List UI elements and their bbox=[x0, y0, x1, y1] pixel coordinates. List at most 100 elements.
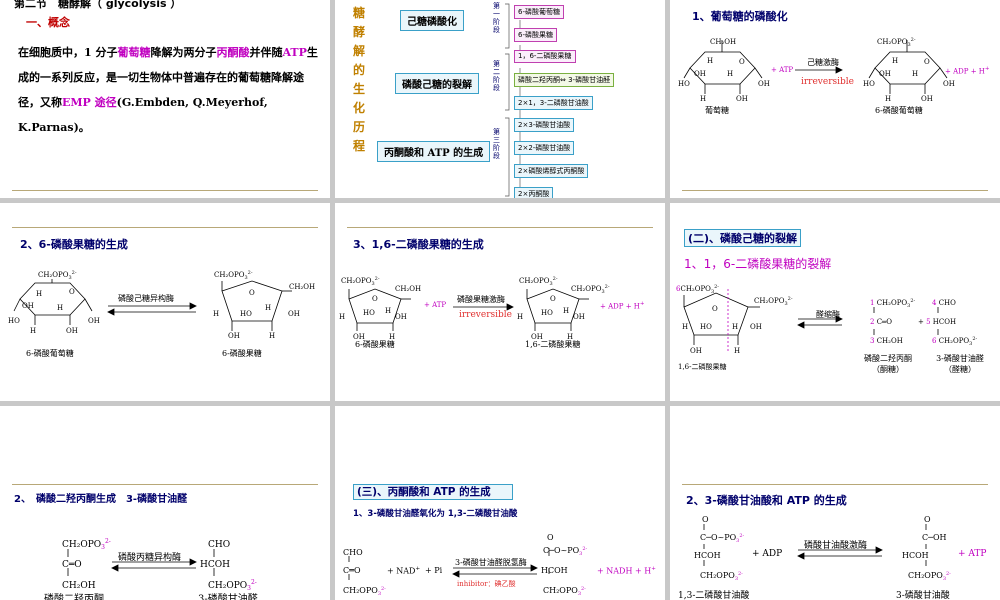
adp-label: + ADP + H+ bbox=[945, 66, 990, 76]
pi-label: + Pi bbox=[425, 566, 443, 575]
enzyme-label: 3-磷酸甘油醛脱氢酶 bbox=[455, 558, 527, 567]
svg-text:H: H bbox=[30, 327, 36, 335]
slide-6-hexose-cleavage[interactable]: (二)、磷酸己糖的裂解 1、1，6-二磷酸果糖的裂解 6CH₂OPO32- CH… bbox=[670, 203, 1000, 401]
13bpg-label: 1,3-二磷酸甘油酸 bbox=[678, 591, 750, 600]
step-f6p: 6-磷酸果糖 bbox=[514, 28, 557, 42]
svg-text:HCOH: HCOH bbox=[541, 566, 568, 575]
step-f16bp: 1，6-二磷酸果糖 bbox=[514, 50, 576, 63]
3pg-label: 3-磷酸甘油酸 bbox=[896, 591, 950, 600]
enzyme-label: 磷酸果糖激酶 bbox=[457, 295, 505, 304]
divider bbox=[682, 190, 988, 191]
atp-label: + ATP bbox=[771, 66, 794, 74]
slide-9-3pg-atp[interactable]: 2、3-磷酸甘油酸和 ATP 的生成 O C─O~PO32- HCOH CH₂O… bbox=[670, 406, 1000, 600]
svg-text:HO: HO bbox=[8, 317, 20, 325]
svg-text:OH: OH bbox=[531, 333, 543, 341]
svg-text:HO: HO bbox=[363, 309, 375, 317]
svg-text:CHO: CHO bbox=[208, 540, 230, 550]
svg-text:CH₂OPO32-: CH₂OPO32- bbox=[519, 276, 558, 287]
g3p-label: 3-磷酸甘油醛 bbox=[198, 594, 258, 600]
enzyme-label: 己糖激酶 bbox=[807, 58, 839, 67]
svg-text:4 CHO: 4 CHO bbox=[932, 299, 956, 307]
svg-text:CH₂OPO32-: CH₂OPO32- bbox=[754, 296, 793, 307]
svg-text:OH: OH bbox=[750, 323, 762, 331]
svg-text:O: O bbox=[550, 295, 556, 303]
svg-text:H: H bbox=[57, 304, 63, 312]
slide-8-pyruvate-atp[interactable]: 1、3-磷酸甘油醛氧化为 1,3-二磷酸甘油酸 (三)、丙酮酸和 ATP 的生成… bbox=[335, 406, 665, 600]
reaction-diagram: O C─O~PO32- HCOH CH₂OPO32- O C─OH HCOH C… bbox=[694, 515, 951, 582]
overlap-step-text: 1、3-磷酸甘油醛氧化为 1,3-二磷酸甘油酸 bbox=[353, 509, 518, 519]
svg-text:CH₂OH: CH₂OH bbox=[62, 581, 96, 591]
g6p-label: 6-磷酸葡萄糖 bbox=[26, 349, 74, 358]
svg-text:HCOH: HCOH bbox=[200, 560, 230, 570]
svg-text:OH: OH bbox=[353, 333, 365, 341]
enzyme-label: 磷酸甘油酸激酶 bbox=[804, 541, 868, 551]
text-part: (G.Embden, Q.Meyerhof, K.Parnas)。 bbox=[18, 96, 268, 134]
svg-text:H: H bbox=[517, 313, 523, 321]
enzyme-label: 磷酸己糖异构酶 bbox=[118, 294, 174, 303]
svg-text:6 CH₂OPO32-: 6 CH₂OPO32- bbox=[932, 336, 978, 347]
svg-text:H: H bbox=[734, 347, 740, 355]
svg-text:CH₂OPO32-: CH₂OPO32- bbox=[38, 270, 77, 281]
svg-text:CH₂OH: CH₂OH bbox=[289, 283, 315, 291]
svg-text:C─O~PO32-: C─O~PO32- bbox=[543, 546, 588, 557]
svg-text:CH₂OPO32-: CH₂OPO32- bbox=[62, 538, 111, 551]
slide-2-pathway[interactable]: 糖酵解的生化历程 己糖磷酸化 磷酸己糖的裂解 丙酮酸和 ATP 的生成 第一阶段… bbox=[335, 0, 665, 198]
svg-text:CH₂OPO32-: CH₂OPO32- bbox=[214, 270, 253, 281]
slide-header: 第二节 糖酵解（ glycolysis ） bbox=[14, 0, 182, 10]
svg-text:CH₂OPO32-: CH₂OPO32- bbox=[571, 284, 610, 295]
svg-text:O: O bbox=[702, 515, 709, 524]
slide-1-concept[interactable]: 第二节 糖酵解（ glycolysis ） 一、概念 在细胞质中，1 分子葡萄糖… bbox=[0, 0, 330, 198]
step-g6p: 6-磷酸葡萄糖 bbox=[514, 5, 564, 19]
svg-text:H: H bbox=[732, 323, 738, 331]
enzyme-label: 醛缩酶 bbox=[816, 310, 840, 319]
svg-text:OH: OH bbox=[573, 313, 585, 321]
svg-text:OH: OH bbox=[758, 80, 770, 88]
text-atp: ATP bbox=[282, 46, 307, 59]
irreversible-label: irreversible bbox=[801, 77, 854, 87]
slide-title: 2、3-磷酸甘油酸和 ATP 的生成 bbox=[686, 494, 847, 507]
atp-label: + ATP bbox=[958, 549, 987, 559]
nad-label: + NAD+ bbox=[387, 566, 421, 576]
slide-7-triose-isomerization[interactable]: 2、 磷酸二羟丙酮生成 3-磷酸甘油醛 CH₂OPO32- C═O CH₂OH … bbox=[0, 406, 330, 600]
svg-text:C─O~PO32-: C─O~PO32- bbox=[700, 533, 745, 544]
svg-text:CH₂OPO32-: CH₂OPO32- bbox=[543, 586, 586, 597]
svg-text:OH: OH bbox=[736, 95, 748, 103]
svg-text:CH₂OH: CH₂OH bbox=[710, 38, 736, 46]
slide-title: (二)、磷酸己糖的裂解 bbox=[684, 229, 802, 247]
svg-text:H: H bbox=[339, 313, 345, 321]
svg-text:C─OH: C─OH bbox=[922, 533, 946, 542]
svg-text:H: H bbox=[707, 57, 713, 65]
svg-text:C═O: C═O bbox=[343, 566, 361, 575]
svg-text:H: H bbox=[265, 304, 271, 312]
concept-heading: 一、概念 bbox=[26, 16, 70, 29]
svg-text:OH: OH bbox=[22, 302, 34, 310]
svg-text:H: H bbox=[885, 95, 891, 103]
svg-text:CH₂OPO32-: CH₂OPO32- bbox=[700, 571, 743, 582]
reaction-diagram: CH₂OPO32- C═O CH₂OH CHO HCOH CH₂OPO32- bbox=[62, 538, 257, 592]
svg-text:OH: OH bbox=[66, 327, 78, 335]
step-pyruvate: 2×丙酮酸 bbox=[514, 187, 554, 198]
f16bp-label: 1,6-二磷酸果糖 bbox=[525, 340, 581, 349]
glucose-label: 葡萄糖 bbox=[705, 106, 729, 115]
phase-2-label: 第二阶段 bbox=[493, 60, 500, 92]
text-part: 生成的一系列反应，是一切生物体中普遍存在的葡萄糖降解途径，又称 bbox=[18, 46, 318, 109]
svg-text:C═O: C═O bbox=[62, 560, 82, 570]
phase-1-label: 第一阶段 bbox=[493, 2, 500, 34]
phase-3-label: 第三阶段 bbox=[493, 128, 500, 160]
svg-text:HCOH: HCOH bbox=[694, 551, 721, 560]
svg-text:OH: OH bbox=[288, 310, 300, 318]
atp-label: + ATP bbox=[424, 301, 447, 309]
svg-text:CH₂OPO32-: CH₂OPO32- bbox=[908, 571, 951, 582]
irreversible-label: irreversible bbox=[459, 310, 512, 320]
svg-text:O: O bbox=[924, 58, 930, 66]
g3p-label: 3-磷酸甘油醛（醛糖） bbox=[936, 354, 984, 374]
text-part: 降解为两分子 bbox=[150, 46, 217, 59]
f6p-label: 6-磷酸果糖 bbox=[222, 349, 262, 358]
slide-title: 2、 磷酸二羟丙酮生成 3-磷酸甘油醛 bbox=[14, 494, 188, 505]
f6p-label: 6-磷酸果糖 bbox=[355, 340, 395, 349]
svg-text:HO: HO bbox=[863, 80, 875, 88]
